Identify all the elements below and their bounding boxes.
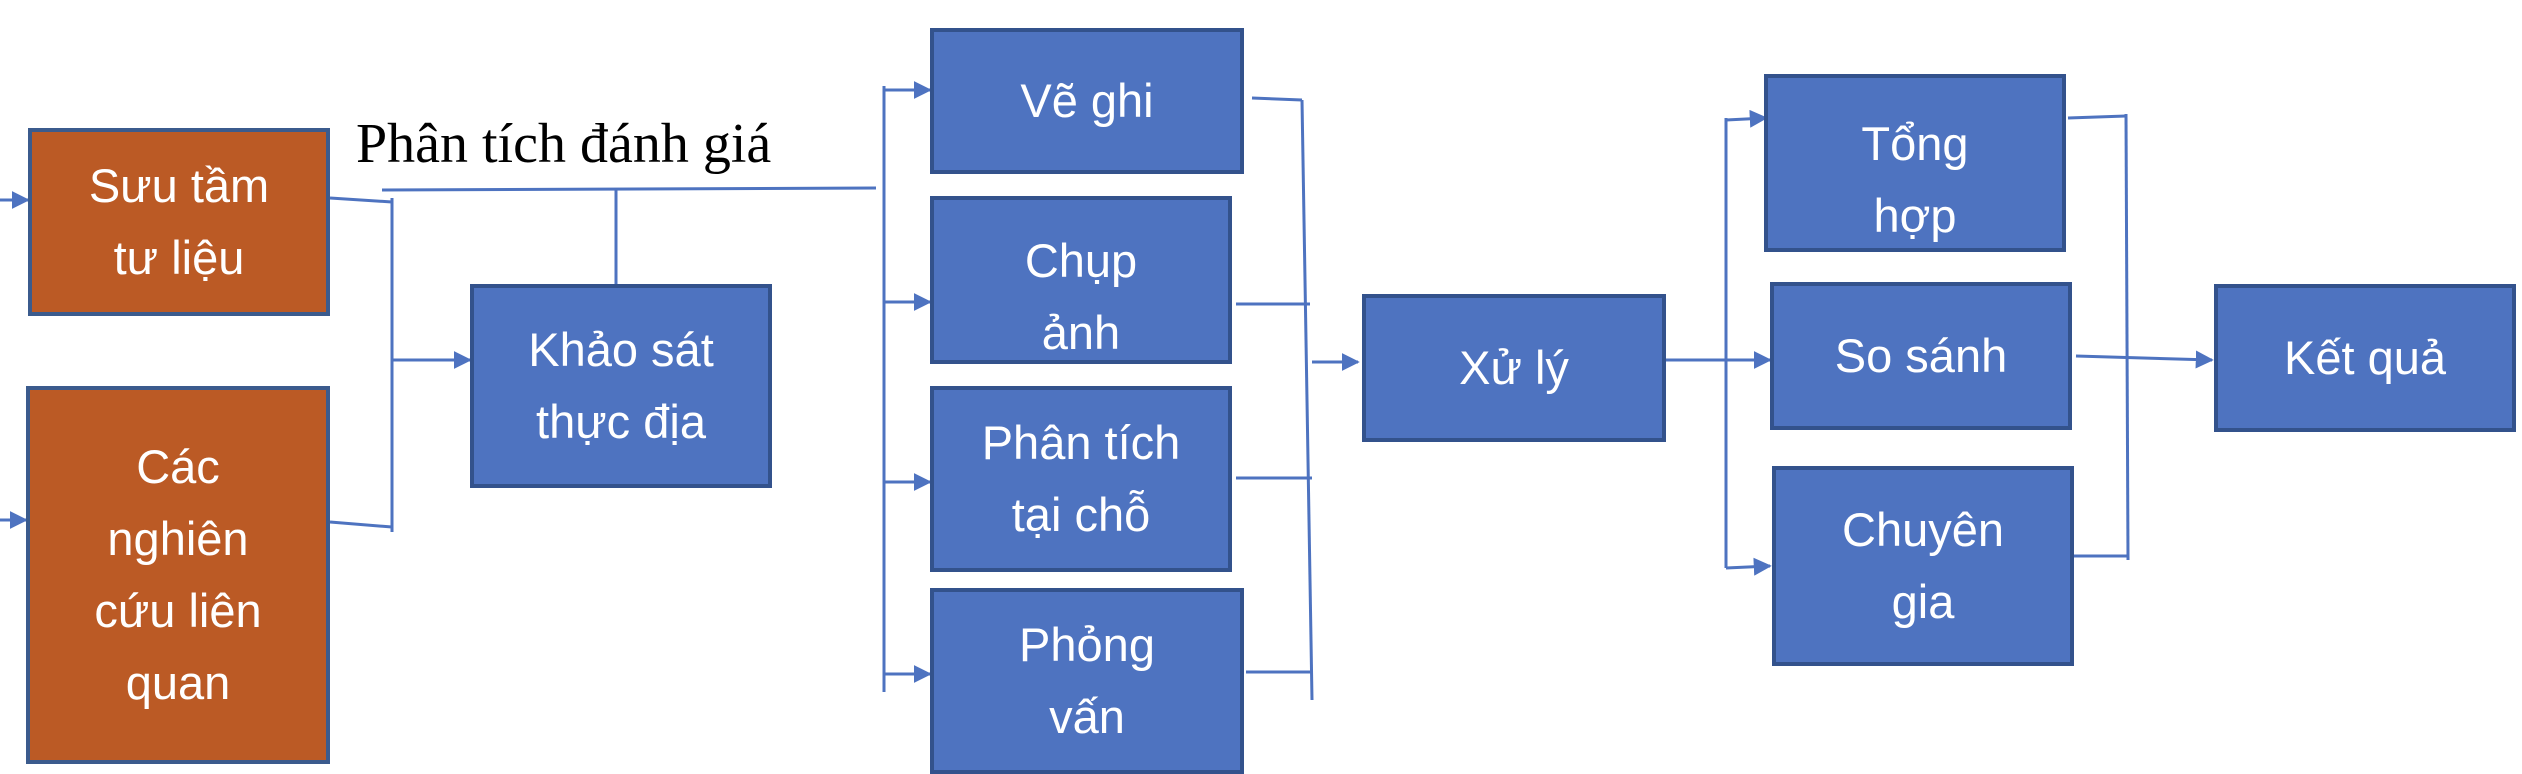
cac-nghien-cuu-lien-quan-box: Các nghiên cứu liên quan [26, 386, 330, 764]
phong-van-text: Phỏng vấn [1019, 618, 1155, 743]
phong-van-box: Phỏng vấn [930, 588, 1244, 774]
xu-ly-box: Xử lý [1362, 294, 1666, 442]
so-sanh-box: So sánh [1770, 282, 2072, 430]
phan-tich-danh-gia-label: Phân tích đánh giá [356, 113, 772, 175]
tong-hop-text: Tổng hợp [1861, 117, 1969, 242]
chup-anh-box: Chụp ảnh [930, 196, 1232, 364]
ket-qua-text: Kết quả [2283, 331, 2447, 384]
suu-tam-tu-lieu-box: Sưu tầm tư liệu [28, 128, 330, 316]
chuyen-gia-text: Chuyên gia [1842, 503, 2004, 628]
arrow-to-tong-hop [1725, 109, 1768, 128]
chup-anh-text: Chụp ảnh [1024, 234, 1138, 359]
khao-sat-thuc-dia-text: Khảo sát thực địa [528, 323, 714, 448]
arrow-to-chuyen-gia [1725, 557, 1772, 576]
xu-ly-text: Xử lý [1459, 341, 1569, 394]
ve-ghi-text: Vẽ ghi [1020, 74, 1154, 127]
tong-hop-box: Tổng hợp [1764, 74, 2066, 252]
phan-tich-tai-cho-text: Phân tích tại chỗ [981, 416, 1181, 541]
ve-ghi-box: Vẽ ghi [930, 28, 1244, 174]
cac-nghien-cuu-lien-quan-text: Các nghiên cứu liên quan [94, 440, 262, 709]
khao-sat-thuc-dia-box: Khảo sát thực địa [470, 284, 772, 488]
phan-tich-tai-cho-box: Phân tích tại chỗ [930, 386, 1232, 572]
chuyen-gia-box: Chuyên gia [1772, 466, 2074, 666]
suu-tam-tu-lieu-text: Sưu tầm tư liệu [88, 159, 270, 284]
arrow-to-ket-qua [2075, 350, 2214, 369]
so-sanh-text: So sánh [1834, 329, 2008, 382]
ket-qua-box: Kết quả [2214, 284, 2516, 432]
